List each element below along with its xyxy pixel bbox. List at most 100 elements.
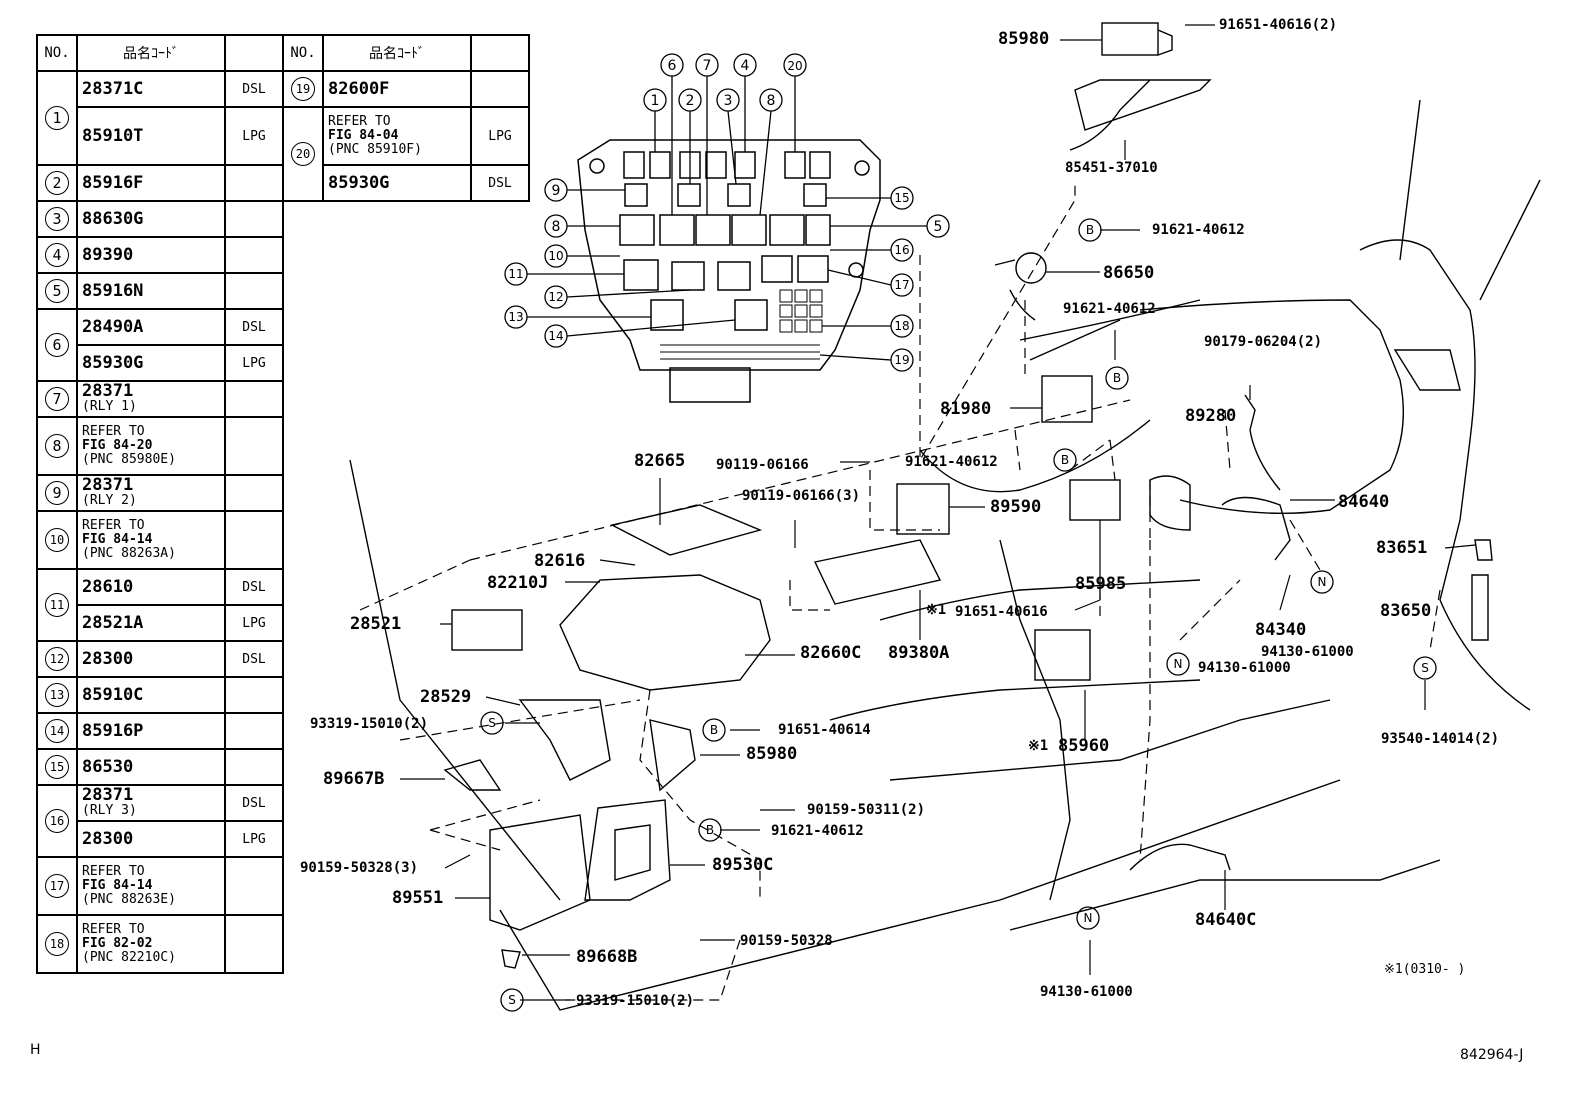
svg-text:13: 13 — [508, 310, 523, 324]
refer-text: REFER TO — [82, 922, 145, 937]
svg-text:5: 5 — [934, 219, 943, 235]
part-code-cell: 85930G — [76, 344, 226, 382]
label-82660c: 82660C — [800, 643, 862, 663]
row-number: 15 — [36, 748, 78, 786]
engine-type — [224, 748, 284, 786]
engine-type — [224, 200, 284, 238]
header-code-right: 品名ｺｰﾄﾞ — [322, 34, 472, 72]
part-code: 82600F — [322, 70, 472, 108]
row-number: 5 — [36, 272, 78, 310]
svg-text:14: 14 — [548, 329, 563, 343]
row-number-circle: 5 — [45, 279, 69, 303]
label-85980-mid: 85980 — [746, 744, 798, 764]
part-code-cell: 28610 — [76, 568, 226, 606]
part-code: 89390 — [82, 245, 134, 265]
note-mark-3: ※1 — [930, 612, 932, 613]
part-code-cell: 28521A — [76, 604, 226, 642]
label-90179-06204-2: 90179-06204(2) — [1204, 334, 1323, 350]
part-code-cell: 85910C — [76, 676, 226, 714]
label-89590: 89590 — [990, 497, 1042, 517]
table-header-row: NO. 品名ｺｰﾄﾞ NO. 品名ｺｰﾄﾞ — [36, 34, 530, 72]
row-number: 9 — [36, 474, 78, 512]
part-code-cell: 88630G — [76, 200, 226, 238]
part-code-cell: 28371(RLY 3) — [76, 784, 226, 822]
refer-text: FIG 84-14 — [82, 878, 153, 893]
refer-text: (PNC 85910F) — [328, 142, 422, 157]
engine-type: DSL — [224, 70, 284, 108]
refer-text: FIG 82-02 — [82, 936, 153, 951]
part-code-cell: 85916P — [76, 712, 226, 750]
refer-text: (PNC 82210C) — [82, 950, 176, 965]
table-row: 7 28371(RLY 1) — [36, 380, 529, 418]
header-code: 品名ｺｰﾄﾞ — [76, 34, 226, 72]
label-81980: 81980 — [940, 399, 992, 419]
part-code-cell: 28300 — [76, 640, 226, 678]
fastener-markers — [480, 218, 1437, 1012]
part-code: 28490A — [82, 317, 144, 337]
table-row: 3 88630G — [36, 200, 529, 238]
svg-text:8: 8 — [767, 93, 776, 109]
engine-type: DSL — [224, 568, 284, 606]
part-code: 85930G — [82, 353, 144, 373]
figure-id: 842964-J — [1460, 1047, 1524, 1063]
label-90119-06166-3: 90119-06166(3) — [742, 488, 861, 504]
part-code: 28300 — [82, 649, 134, 669]
row-number: 1 — [36, 70, 78, 166]
header-note — [224, 34, 284, 72]
svg-text:6: 6 — [668, 58, 677, 74]
row-number-circle: 20 — [291, 142, 315, 166]
label-94130-61000-a: 94130-61000 — [1261, 644, 1354, 660]
label-94130-61000-b: 94130-61000 — [1198, 660, 1291, 676]
label-89280: 89280 — [1185, 406, 1237, 426]
row-number-circle: 9 — [45, 481, 69, 505]
part-code: 86530 — [82, 757, 134, 777]
row-number-circle: 3 — [45, 207, 69, 231]
label-91651-40614: 91651-40614 — [778, 722, 871, 738]
refer-text: FIG 84-20 — [82, 438, 153, 453]
row-number-circle: 7 — [45, 387, 69, 411]
part-code: 28610 — [82, 577, 134, 597]
part-code: 85910C — [82, 685, 144, 705]
row-number-circle: 16 — [45, 809, 69, 833]
label-85451-37010: 85451-37010 — [1065, 160, 1158, 176]
label-90159-50328: 90159-50328 — [740, 933, 833, 949]
svg-text:20: 20 — [787, 59, 802, 73]
row-number-circle: 10 — [45, 528, 69, 552]
row-number-circle: 14 — [45, 719, 69, 743]
svg-text:18: 18 — [894, 319, 909, 333]
label-84640c: 84640C — [1195, 910, 1257, 930]
part-code-cell: 28371(RLY 1) — [76, 380, 226, 418]
row-number: 2 — [36, 164, 78, 202]
part-code-cell: 28371(RLY 2) — [76, 474, 226, 512]
engine-type: DSL — [470, 164, 530, 202]
label-89551: 89551 — [392, 888, 444, 908]
engine-type — [224, 272, 284, 310]
engine-type: LPG — [224, 106, 284, 166]
row-number: 14 — [36, 712, 78, 750]
row-number-circle: 8 — [45, 434, 69, 458]
row-number-circle: 13 — [45, 683, 69, 707]
refer-text: REFER TO — [82, 864, 145, 879]
label-85980-top: 85980 — [998, 29, 1050, 49]
marker-letters: B B B B B S S S N N N — [488, 223, 1429, 1007]
part-code: 85930G — [322, 164, 472, 202]
footer-left-mark: H — [30, 1042, 41, 1058]
note-mark-1: ※1 — [926, 602, 947, 618]
row-number-circle: 6 — [45, 333, 69, 357]
engine-type — [224, 236, 284, 274]
row-number: 6 — [36, 308, 78, 382]
row-number-circle: 18 — [45, 932, 69, 956]
engine-type: LPG — [224, 820, 284, 858]
row-number-circle: 4 — [45, 243, 69, 267]
marker-s-2: S — [1421, 661, 1429, 675]
marker-n-3: N — [1084, 911, 1093, 925]
label-28529: 28529 — [420, 687, 472, 707]
label-90159-50328-3: 90159-50328(3) — [300, 860, 419, 876]
